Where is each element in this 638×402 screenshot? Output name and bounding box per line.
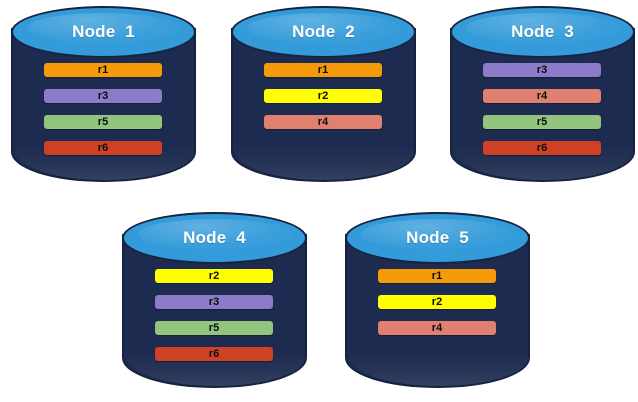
database-node-3[interactable]: Node 3 r3 r4 r5 r6 xyxy=(450,6,635,182)
database-node-5[interactable]: Node 5 r1 r2 r4 xyxy=(345,212,530,388)
shard-bar[interactable]: r5 xyxy=(155,321,273,335)
shard-bar[interactable]: r6 xyxy=(483,141,601,155)
shard-bar[interactable]: r5 xyxy=(483,115,601,129)
shard-bar[interactable]: r4 xyxy=(483,89,601,103)
node-label: Node 1 xyxy=(72,22,135,41)
node-label: Node 4 xyxy=(183,228,246,247)
shard-bar[interactable]: r3 xyxy=(483,63,601,77)
database-node-4[interactable]: Node 4 r2 r3 r5 r6 xyxy=(122,212,307,388)
shard-bar[interactable]: r6 xyxy=(155,347,273,361)
shard-bar[interactable]: r1 xyxy=(264,63,382,77)
node-label: Node 3 xyxy=(511,22,574,41)
shard-bar[interactable]: r4 xyxy=(378,321,496,335)
shard-bar[interactable]: r6 xyxy=(44,141,162,155)
shard-bar[interactable]: r5 xyxy=(44,115,162,129)
database-node-1[interactable]: Node 1 r1 r3 r5 r6 xyxy=(11,6,196,182)
cylinder-bottom-shading xyxy=(235,146,416,180)
shard-bar[interactable]: r1 xyxy=(378,269,496,283)
shard-bar[interactable]: r3 xyxy=(44,89,162,103)
cylinder-bottom-shading xyxy=(349,352,530,386)
shard-bar[interactable]: r2 xyxy=(378,295,496,309)
node-label: Node 2 xyxy=(292,22,355,41)
shard-list: r1 r2 r4 xyxy=(264,63,382,129)
shard-bar[interactable]: r1 xyxy=(44,63,162,77)
cylinder-body xyxy=(122,234,307,388)
shard-bar[interactable]: r2 xyxy=(264,89,382,103)
database-node-2[interactable]: Node 2 r1 r2 r4 xyxy=(231,6,416,182)
shard-bar[interactable]: r2 xyxy=(155,269,273,283)
shard-bar[interactable]: r4 xyxy=(264,115,382,129)
shard-list: r2 r3 r5 r6 xyxy=(155,269,273,361)
shard-list: r1 r2 r4 xyxy=(378,269,496,335)
shard-list: r1 r3 r5 r6 xyxy=(44,63,162,155)
node-label: Node 5 xyxy=(406,228,469,247)
shard-list: r3 r4 r5 r6 xyxy=(483,63,601,155)
shard-bar[interactable]: r3 xyxy=(155,295,273,309)
